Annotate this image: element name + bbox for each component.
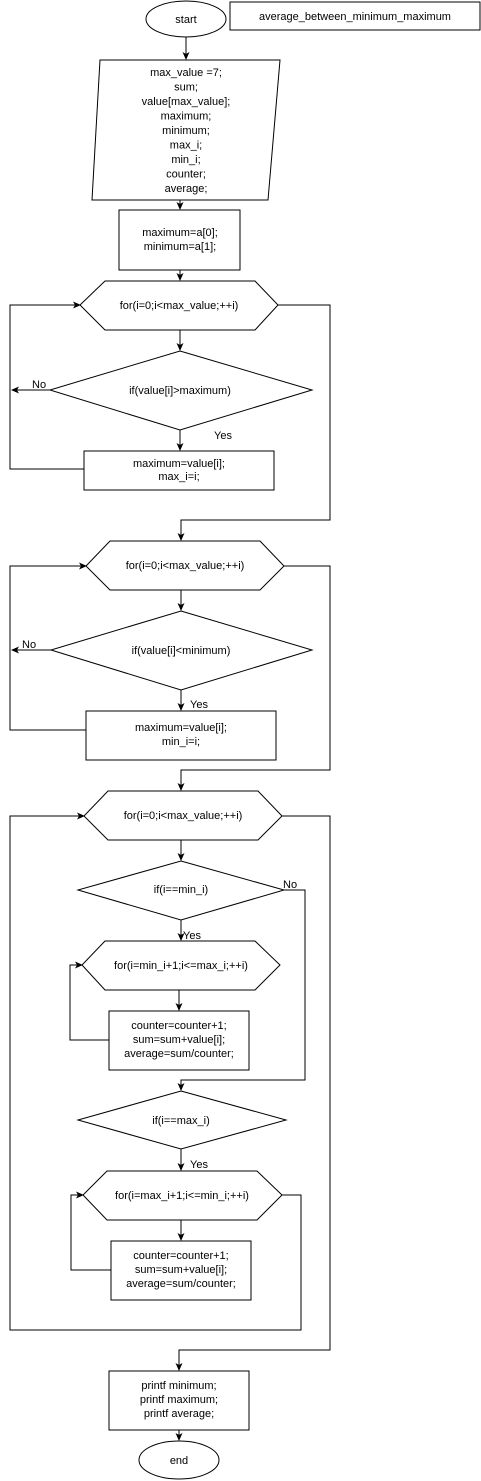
edge-loop1-exit [177,304,331,541]
text-line: max_i; [170,140,202,152]
text-line: maximum=value[i]; [133,458,225,470]
output-text: printf minimum; printf maximum; printf ave… [140,1380,218,1420]
text-line: maximum; [161,111,212,123]
edge-cond-min-no [177,889,306,1091]
text-line: sum=sum+value[i]; [135,1264,227,1276]
declarations-text: max_value =7; sum; value[max_value];maximu… [142,67,231,195]
edge-loop1-back [9,301,84,470]
text-line: average=sum/counter; [126,1278,236,1290]
text-line: sum=sum+value[i]; [133,1034,225,1046]
inner-min-body [108,1010,250,1071]
title-box [229,1,481,31]
text-line: min_i; [171,154,200,166]
edge-inner-max-exit-back [9,812,302,1331]
cond-min-text: if(i==min_i) [154,884,208,896]
inner-min-header-text: for(i=min_i+1;i<=max_i;++i) [114,960,248,972]
loop2-no-label: No [22,639,36,651]
cond-min-yes-label: Yes [183,930,201,942]
text-line: value[max_value]; [142,96,231,108]
loop3-header-text: for(i=0;i<max_value;++i) [124,810,243,822]
loop2-body [85,710,277,761]
text-line: counter=counter+1; [131,1020,226,1032]
diagram-title: average_between_minimum_maximum [259,11,451,23]
loop1-yes-label: Yes [214,430,232,442]
start-label: start [175,14,196,26]
text-line: max_value =7; [150,67,222,79]
text-line: max_i=i; [158,471,199,483]
edge-loop2-exit [177,565,331,791]
inner-max-header-text: for(i=max_i+1;i<=min_i;++i) [115,1190,249,1202]
inner-min-body-text: counter=counter+1; sum=sum+value[i]; avera… [124,1020,234,1060]
text-line: minimum=a[1]; [144,241,216,253]
text-line: printf average; [144,1408,214,1420]
edge-inner-min-back [69,961,109,1041]
text-line: printf maximum; [140,1394,218,1406]
text-line: minimum; [162,125,210,137]
cond-min-no-label: No [283,879,297,891]
init-text: maximum=a[0]; minimum=a[1]; [142,227,218,253]
output-box [108,1370,250,1431]
text-line: counter; [166,169,206,181]
loop2-header-text: for(i=0;i<max_value;++i) [126,560,245,572]
loop1-condition-text: if(value[i]>maximum) [129,385,231,397]
loop1-no-label: No [32,379,46,391]
text-line: min_i=i; [162,736,200,748]
declarations-box [91,59,281,201]
loop2-condition-text: if(value[i]<minimum) [132,645,231,657]
edge-inner-max-back [70,1191,111,1271]
text-line: average; [165,183,208,195]
end-node [138,1440,220,1480]
loop2-yes-label: Yes [190,699,208,711]
loop1-body-text: maximum=value[i];max_i=i; [133,458,225,483]
text-line: printf minimum; [141,1380,216,1392]
loop2-body-text: maximum=value[i]; min_i=i; [135,722,227,748]
text-line: maximum=value[i]; [135,722,227,734]
cond-max-yes-label: Yes [190,1159,208,1171]
init-box [118,209,241,271]
text-line: counter=counter+1; [133,1250,228,1262]
edge-loop3-exit [175,815,331,1371]
edge-loop2-back [9,562,87,731]
loop1-body [83,450,275,491]
text-line: maximum=a[0]; [142,227,218,239]
cond-max-text: if(i==max_i) [152,1115,209,1127]
text-line: average=sum/counter; [124,1048,234,1060]
end-label: end [170,1455,188,1467]
inner-max-body [110,1240,252,1301]
text-line: sum; [174,82,198,94]
loop1-header-text: for(i=0;i<max_value;++i) [120,300,239,312]
inner-max-body-text: counter=counter+1; sum=sum+value[i]; avera… [126,1250,236,1290]
